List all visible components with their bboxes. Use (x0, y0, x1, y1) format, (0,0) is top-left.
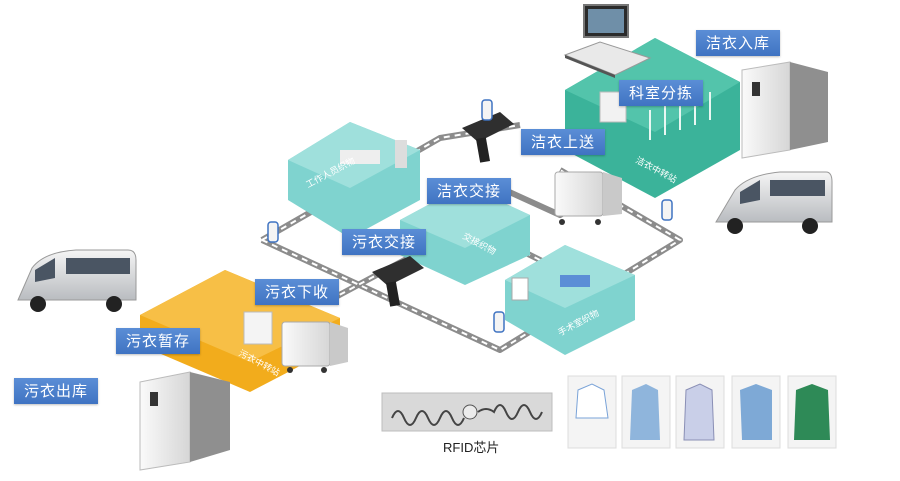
rfid-chip-icon (381, 392, 553, 432)
van-left-icon (17, 249, 137, 312)
dirty-cart-icon (243, 311, 348, 373)
clean-storage-cabinet-icon (741, 61, 828, 159)
label-dirty-out: 污衣出库 (14, 378, 99, 404)
rfid-caption: RFID芯片 (443, 440, 500, 455)
label-clean-delivery: 洁衣上送 (521, 129, 606, 155)
surgery-room-zone: 手术室织物 (505, 245, 635, 355)
handheld-scanner-top-icon (462, 112, 514, 163)
staff-room-zone: 工作人员织物 (288, 122, 420, 238)
label-dirty-handover: 污衣交接 (342, 229, 427, 255)
label-clean-handover: 洁衣交接 (427, 178, 512, 204)
label-dirty-collect: 污衣下收 (255, 279, 340, 305)
dirty-storage-cabinet-icon (139, 371, 230, 471)
sorting-terminal-icon (563, 4, 652, 78)
track-robot-icons (267, 99, 673, 333)
van-right-icon (715, 171, 833, 234)
label-clean-storage: 洁衣入库 (696, 30, 781, 56)
garment-photos (567, 375, 837, 449)
label-dept-sorting: 科室分拣 (619, 80, 704, 106)
label-dirty-temp: 污衣暂存 (116, 328, 201, 354)
handheld-scanner-bottom-icon (372, 256, 424, 307)
clean-cart-icon (554, 171, 622, 225)
